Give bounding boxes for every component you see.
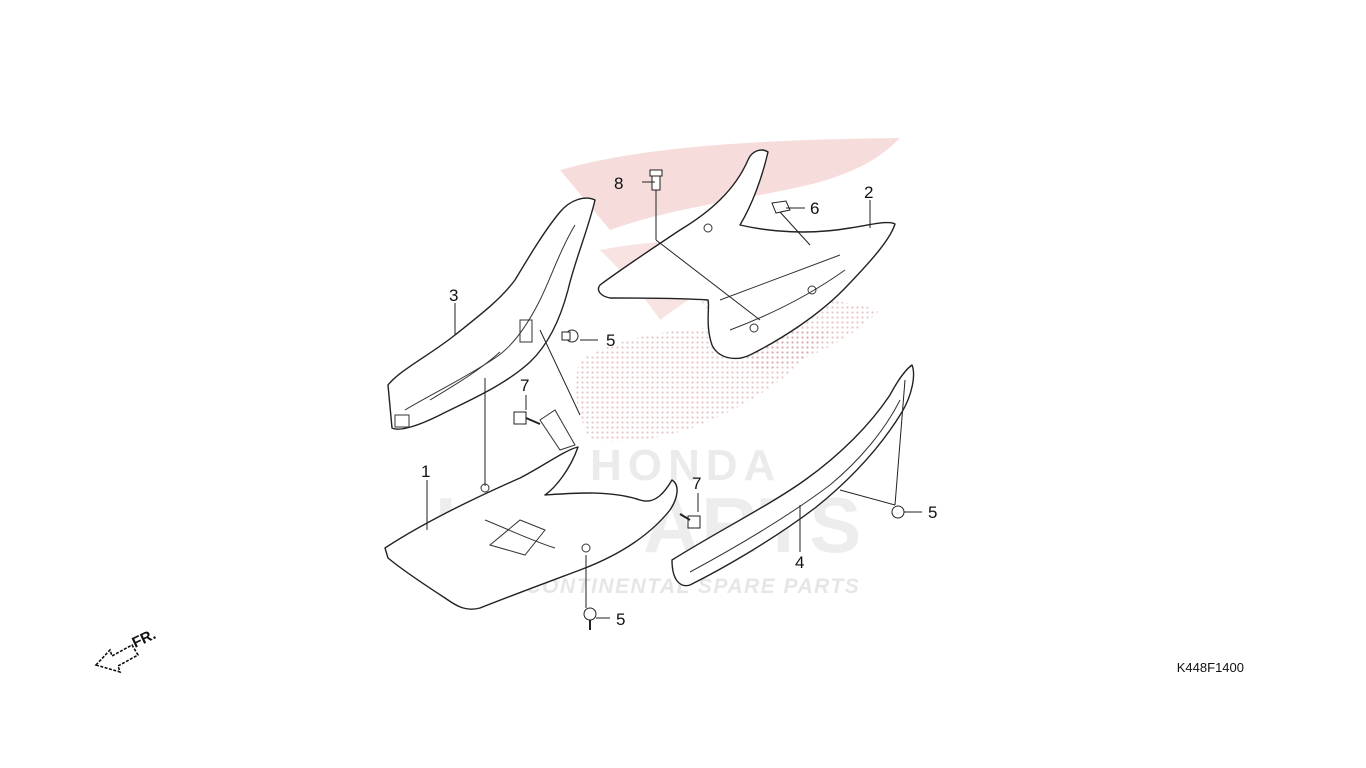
callout-6: 6	[810, 199, 819, 218]
callout-2: 2	[864, 183, 873, 202]
watermark-tagline: INTERCONTINENTAL SPARE PARTS	[455, 575, 860, 598]
screw-5c	[583, 607, 597, 630]
bolt-8	[649, 169, 663, 191]
bolt-7a	[513, 411, 541, 425]
watermark-wing-upper	[560, 138, 900, 230]
clip-nut-6	[771, 200, 791, 214]
callout-5-lower: 5	[616, 610, 625, 629]
callout-4: 4	[795, 553, 804, 572]
callout-7-right: 7	[692, 474, 701, 493]
callout-7-left: 7	[520, 376, 529, 395]
part-1-floor-under-cover	[384, 409, 678, 610]
callout-5-upper: 5	[606, 331, 615, 350]
front-direction-indicator: FR.	[94, 626, 159, 674]
screw-5a	[561, 329, 579, 343]
front-label: FR.	[130, 626, 159, 652]
bolt-7b	[679, 513, 701, 529]
part-4-side-lower-cover	[671, 364, 915, 587]
callout-1: 1	[421, 462, 430, 481]
screw-5b	[891, 505, 905, 519]
part-2-floor-center-cover	[597, 149, 896, 360]
leader-lines	[426, 181, 922, 619]
callout-3: 3	[449, 286, 458, 305]
front-arrow-icon	[94, 643, 140, 674]
watermark-brand: HONDA	[590, 441, 781, 490]
callouts: 1 2 3 4 5 5 5 6 7 7 8	[421, 174, 937, 629]
callout-8: 8	[614, 174, 623, 193]
drawing-code: K448F1400	[1176, 660, 1244, 675]
part-3-left-inner-cover	[387, 197, 596, 430]
callout-5-right: 5	[928, 503, 937, 522]
